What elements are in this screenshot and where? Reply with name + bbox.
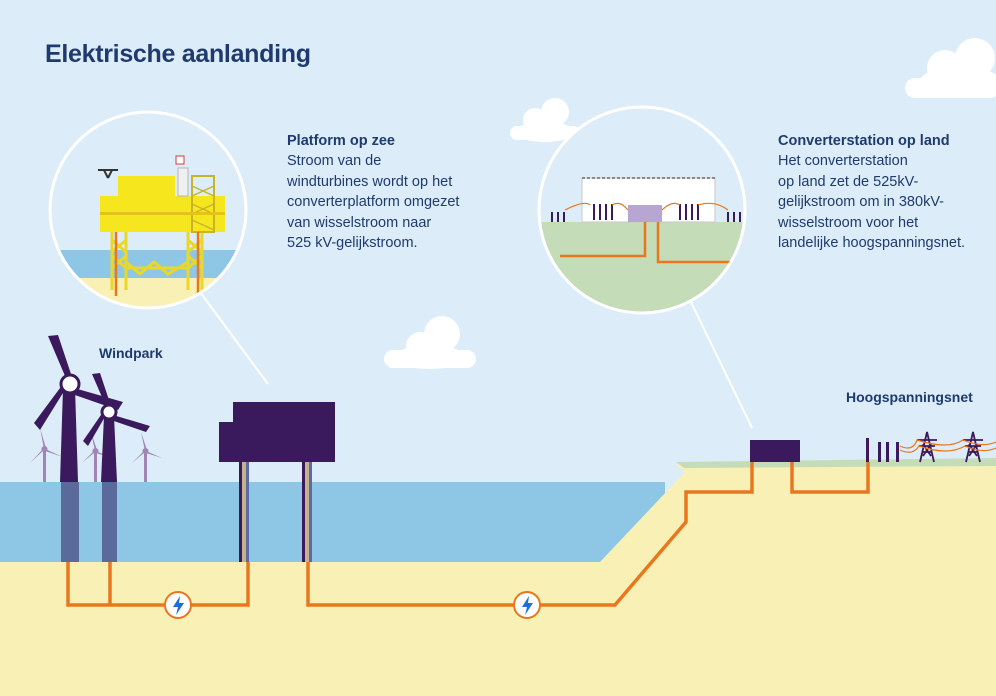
cloud-icon: [384, 316, 476, 369]
hoogspanningsnet-label: Hoogspanningsnet: [846, 389, 973, 405]
converter-text-line: op land zet de 525kV-: [778, 173, 919, 190]
converter-text-line: wisselstroom voor het: [778, 214, 919, 231]
wind-turbine-icon: [83, 373, 150, 562]
export-cable-sea: [66, 562, 250, 607]
platform-heading: Platform op zee: [287, 133, 395, 149]
land-surface: [676, 458, 996, 468]
platform-text-line: converterplatform omgezet: [287, 194, 460, 210]
windpark-label: Windpark: [99, 345, 163, 361]
lightning-bolt-icon: [513, 591, 541, 619]
platform-text-line: 525 kV-gelijkstroom.: [287, 235, 418, 251]
platform-text-line: Stroom van de: [287, 153, 382, 169]
platform-text-line: windturbines wordt op het: [287, 173, 453, 190]
callout-line: [689, 299, 753, 429]
grid-cable: [790, 462, 870, 494]
export-cable-land: [306, 462, 754, 607]
converter-text-line: landelijke hoogspanningsnet.: [778, 235, 966, 251]
sand-seabed: [0, 460, 996, 696]
converter-station: [750, 440, 800, 462]
cloud-icon: [510, 98, 580, 142]
lightning-bolt-icon: [164, 591, 192, 619]
converter-text-line: gelijkstroom om in 380kV-: [778, 194, 945, 210]
converter-platform: [219, 402, 335, 562]
callout-line: [199, 291, 269, 385]
page-title: Elektrische aanlanding: [45, 40, 311, 68]
converter-description: Converterstation op land Het converterst…: [778, 131, 993, 254]
platform-description: Platform op zee Stroom van de windturbin…: [287, 131, 527, 254]
power-pylon-icon: [866, 431, 996, 463]
converter-heading: Converterstation op land: [778, 133, 950, 149]
sea: [0, 482, 665, 562]
wind-turbine-icon: [30, 428, 63, 482]
cloud-icon: [905, 38, 996, 98]
converter-text-line: Het converterstation: [778, 153, 908, 169]
wind-turbine-icon: [132, 432, 162, 482]
platform-text-line: van wisselstroom naar: [287, 214, 432, 231]
